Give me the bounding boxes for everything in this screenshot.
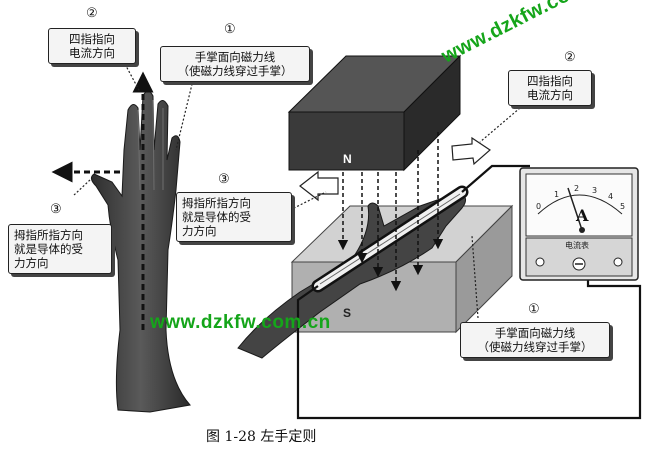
scale-2: 2 [574, 184, 580, 193]
figure-caption: 图 1-28 左手定则 [206, 429, 317, 445]
magnetic-field-lines [337, 132, 444, 292]
callout-number-2-right: ② [564, 50, 576, 65]
circuit-wire [296, 164, 642, 420]
scale-0: 0 [536, 202, 542, 211]
scale-1: 1 [554, 190, 560, 199]
conductor-rod [311, 185, 469, 293]
callout-four-fingers-right: 四指指向 电流方向 [508, 70, 592, 106]
ammeter-letter: A [576, 206, 589, 225]
callout-thumb-force-center: 拇指所指方向 就是导体的受 力方向 [176, 192, 292, 242]
callout-number-3-left: ③ [50, 202, 62, 217]
n-pole-magnet [287, 54, 462, 172]
callout-number-2-left: ② [86, 6, 98, 21]
callout-leaders [73, 63, 521, 319]
ammeter-name: 电流表 [565, 241, 589, 250]
current-direction-arrow [451, 136, 491, 166]
callout-number-1-bottom: ① [528, 302, 540, 317]
n-pole-label: N [343, 152, 352, 166]
callout-thumb-force-left: 拇指所指方向 就是导体的受 力方向 [8, 224, 112, 274]
scale-5: 5 [620, 202, 626, 211]
scale-4: 4 [608, 192, 614, 201]
ammeter-scale: 0 1 2 3 4 5 [532, 184, 628, 211]
watermark-bottom: www.dzkfw.com.cn [150, 312, 331, 333]
callout-palm-field-bottom: 手掌面向磁力线 （使磁力线穿过手掌） [460, 322, 610, 358]
callout-number-3-center: ③ [218, 172, 230, 187]
callout-four-fingers-left: 四指指向 电流方向 [48, 28, 136, 64]
force-direction-arrow [299, 170, 339, 202]
scale-3: 3 [592, 186, 598, 195]
ammeter [519, 167, 639, 281]
callout-number-1-top: ① [224, 22, 236, 37]
s-pole-label: S [343, 306, 352, 320]
callout-palm-field-top: 手掌面向磁力线 （使磁力线穿过手掌） [160, 46, 310, 82]
